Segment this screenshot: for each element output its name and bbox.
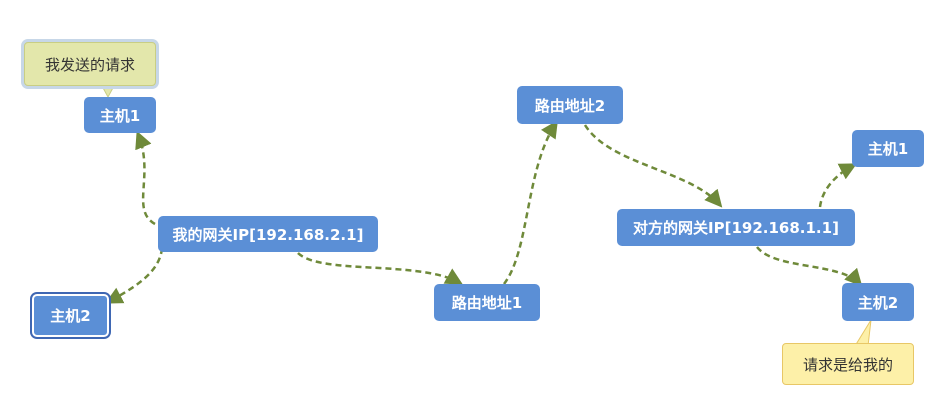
- node-my-host2[interactable]: 主机2: [32, 294, 109, 337]
- node-router1[interactable]: 路由地址1: [434, 284, 540, 321]
- node-my-host1[interactable]: 主机1: [84, 97, 156, 133]
- edge-gateway-to-host2: [104, 247, 164, 304]
- callout-request-for-me[interactable]: 请求是给我的: [782, 343, 914, 385]
- node-my-gateway[interactable]: 我的网关IP[192.168.2.1]: [158, 216, 378, 252]
- edge-gateway-to-router1: [297, 252, 464, 285]
- node-peer-gateway[interactable]: 对方的网关IP[192.168.1.1]: [617, 209, 855, 246]
- node-peer-host2[interactable]: 主机2: [842, 283, 914, 321]
- edge-gateway-to-host1: [135, 130, 156, 226]
- edge-router2-to-peer-gateway: [583, 124, 723, 208]
- edge-peer-gateway-to-host2: [756, 246, 863, 287]
- node-router2[interactable]: 路由地址2: [517, 86, 623, 124]
- edge-router1-to-router2: [503, 120, 558, 285]
- node-peer-host1[interactable]: 主机1: [852, 130, 924, 167]
- edge-peer-gateway-to-host1: [818, 163, 858, 208]
- callout-sent-request[interactable]: 我发送的请求: [24, 42, 156, 86]
- callout-pointer-sent-request: [101, 85, 115, 99]
